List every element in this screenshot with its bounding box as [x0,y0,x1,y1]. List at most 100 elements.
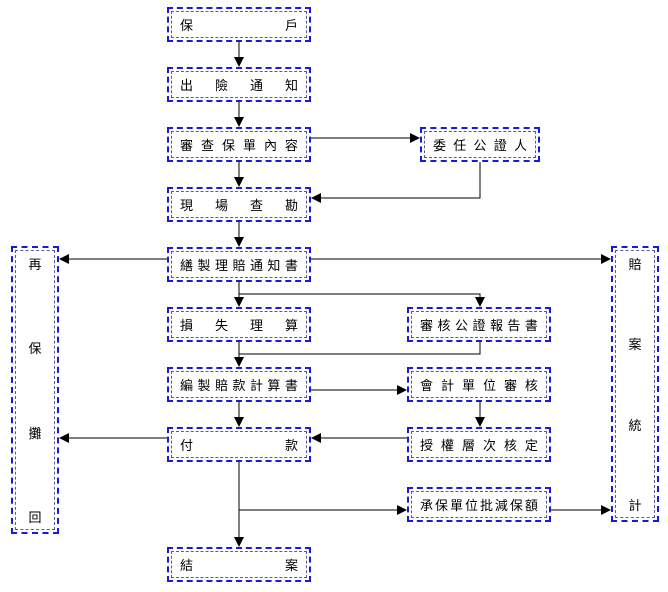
node-label: 付款 [180,429,298,460]
node-authority-approval: 授權層次核定 [407,427,551,462]
label-char: 證 [493,139,507,154]
label-char: 賠 [628,258,642,273]
label-char: 定 [524,439,538,454]
label-char: 繕 [180,259,194,274]
label-char: 報 [489,319,503,334]
label-char: 承 [420,499,434,514]
label-char: 公 [454,319,468,334]
node-label: 編製賠款計算書 [180,369,298,400]
label-char: 保 [221,139,235,154]
label-char: 結 [180,559,194,574]
label-char: 製 [197,259,211,274]
label-char: 證 [472,319,486,334]
node-label: 賠案統計 [613,254,657,514]
label-char: 失 [214,319,228,334]
label-char: 案 [628,338,642,354]
label-char: 額 [524,499,538,514]
label-char: 層 [461,439,475,454]
label-char: 保 [28,342,42,358]
label-char: 容 [284,139,298,154]
label-char: 位 [482,379,496,394]
label-char: 理 [214,259,228,274]
label-char: 勘 [284,199,298,214]
label-char: 審 [420,319,434,334]
label-char: 攤 [28,426,42,442]
label-char: 賠 [214,379,228,394]
label-char: 再 [28,258,42,273]
node-appoint-adjuster: 委任公證人 [420,127,540,162]
node-review-policy: 審查保單內容 [167,127,311,162]
label-char: 公 [473,139,487,154]
label-char: 知 [284,79,298,94]
label-char: 理 [249,319,263,334]
edge-appoint-adjuster-site-survey [311,162,481,203]
label-char: 委 [433,139,447,154]
node-close-case: 結案 [167,547,311,582]
node-claim-statistics: 賠案統計 [611,246,659,522]
node-label: 出險通知 [180,69,298,100]
label-char: 查 [200,139,214,154]
label-char: 書 [284,259,298,274]
label-char: 授 [420,439,434,454]
label-char: 次 [482,439,496,454]
label-char: 保 [180,19,194,34]
label-char: 知 [267,259,281,274]
label-char: 戶 [284,19,298,34]
node-label: 繕製理賠通知書 [180,249,298,280]
label-char: 保 [434,499,448,514]
label-char: 險 [214,79,228,94]
label-char: 單 [461,379,475,394]
node-claim-notice: 出險通知 [167,67,311,102]
node-prepare-claim-notice: 繕製理賠通知書 [167,247,311,282]
label-char: 款 [232,379,246,394]
label-char: 任 [453,139,467,154]
label-char: 款 [284,439,298,454]
label-char: 算 [267,379,281,394]
label-char: 內 [263,139,277,154]
label-char: 通 [249,259,263,274]
node-reinsurance-recovery: 再保攤回 [11,246,59,534]
label-char: 統 [628,418,642,434]
label-char: 場 [214,199,228,214]
label-char: 人 [513,139,527,154]
label-char: 編 [180,379,194,394]
label-char: 位 [464,499,478,514]
label-char: 付 [180,439,194,454]
label-char: 算 [284,319,298,334]
node-loss-adjustment: 損失理算 [167,307,311,342]
label-char: 計 [440,379,454,394]
node-label: 現場查勘 [180,189,298,220]
label-char: 會 [420,379,434,394]
node-compile-payment-calc: 編製賠款計算書 [167,367,311,402]
label-char: 告 [507,319,521,334]
node-payment: 付款 [167,427,311,462]
node-label: 再保攤回 [13,254,57,526]
node-label: 保戶 [180,9,298,40]
node-policyholder: 保戶 [167,7,311,42]
node-label: 結案 [180,549,298,580]
label-char: 損 [180,319,194,334]
label-char: 書 [284,379,298,394]
edge-prepare-notice-review-report [239,293,485,307]
node-label: 審核公證報告書 [420,309,538,340]
node-label: 損失理算 [180,309,298,340]
label-char: 核 [503,439,517,454]
node-label: 授權層次核定 [420,429,538,460]
node-label: 會計單位審核 [420,369,538,400]
label-char: 保 [509,499,523,514]
label-char: 出 [180,79,194,94]
label-char: 核 [524,379,538,394]
label-char: 批 [479,499,493,514]
label-char: 單 [449,499,463,514]
label-char: 案 [284,559,298,574]
node-accounting-review: 會計單位審核 [407,367,551,402]
node-site-survey: 現場查勘 [167,187,311,222]
label-char: 審 [503,379,517,394]
node-label: 審查保單內容 [180,129,298,160]
label-char: 製 [197,379,211,394]
label-char: 權 [440,439,454,454]
label-char: 單 [242,139,256,154]
node-label: 承保單位批減保額 [420,489,538,520]
label-char: 賠 [232,259,246,274]
